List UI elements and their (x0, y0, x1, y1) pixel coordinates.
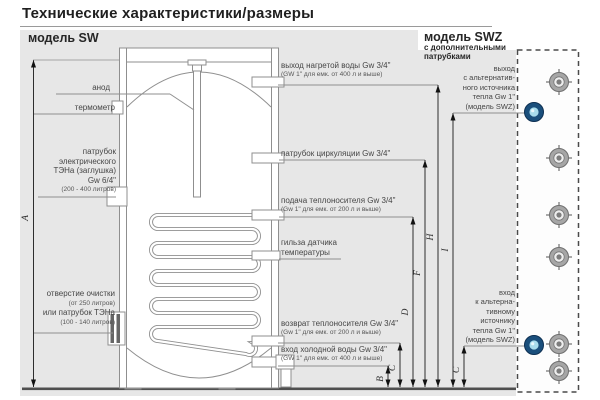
hot-water-outlet-port (251, 76, 285, 88)
callout-supply: подача теплоносителя Gw 3/4" (Gw 1" для … (281, 196, 396, 213)
dim-letter-B: B (376, 376, 386, 382)
dim-letter-H: H (426, 233, 436, 241)
callout-sensor-sleeve: гильза датчика температуры (281, 238, 337, 257)
heating-coil (149, 213, 275, 357)
dim-letter-D: D (401, 308, 411, 316)
swz-connector-lines (453, 112, 527, 347)
cleaning-flange-bolts (110, 314, 120, 343)
model-swz-header: модель SWZ с дополнительными патрубками (424, 30, 506, 61)
callout-heater-port: патрубок электрического ТЭНа (заглушка) … (53, 147, 116, 193)
callout-circulation: патрубок циркуляции Gw 3/4" (281, 149, 391, 158)
dim-letter-I: I (441, 248, 451, 252)
page-title: Технические характеристики/размеры (22, 5, 315, 22)
dim-letter-C2: C (452, 366, 462, 374)
dim-letter-A: A (21, 215, 31, 221)
callout-anode: анод (92, 83, 110, 92)
callout-swz-alt-in: вход к альтерна- тивному источнику тепла… (465, 288, 516, 345)
callout-thermometer: термометр (74, 103, 115, 112)
anode-rod (187, 59, 207, 198)
title-underline (20, 26, 492, 27)
model-sw-header: модель SW (28, 31, 99, 45)
callout-lines (34, 84, 438, 367)
cold-water-downpipe (280, 368, 292, 388)
floor-line (22, 387, 516, 391)
dim-letter-C: C (388, 364, 398, 372)
supply-port (251, 209, 285, 221)
dim-letter-F: F (413, 270, 423, 276)
rear-port-alt-in-blue (524, 335, 544, 355)
circulation-port (251, 152, 285, 164)
dimension-arrowheads (31, 60, 467, 387)
callout-hot-water-out: выход нагретой воды Gw 3/4" (GW 1" для е… (281, 61, 391, 78)
callout-return: возврат теплоносителя Gw 3/4" (Gw 1" для… (281, 319, 399, 336)
callout-cleaning-opening: отверстие очистки (от 250 литров) или па… (42, 289, 115, 326)
callout-swz-alt-out: выход с альтернатив- ного источника тепл… (462, 64, 515, 111)
return-port (251, 335, 285, 347)
callout-cold-water-in: вход холодной воды Gw 3/4" (GW 1" для ем… (281, 345, 388, 362)
sensor-sleeve-port (251, 250, 281, 261)
swz-header-area (418, 30, 600, 50)
rear-port-alt-out-blue (524, 102, 544, 122)
